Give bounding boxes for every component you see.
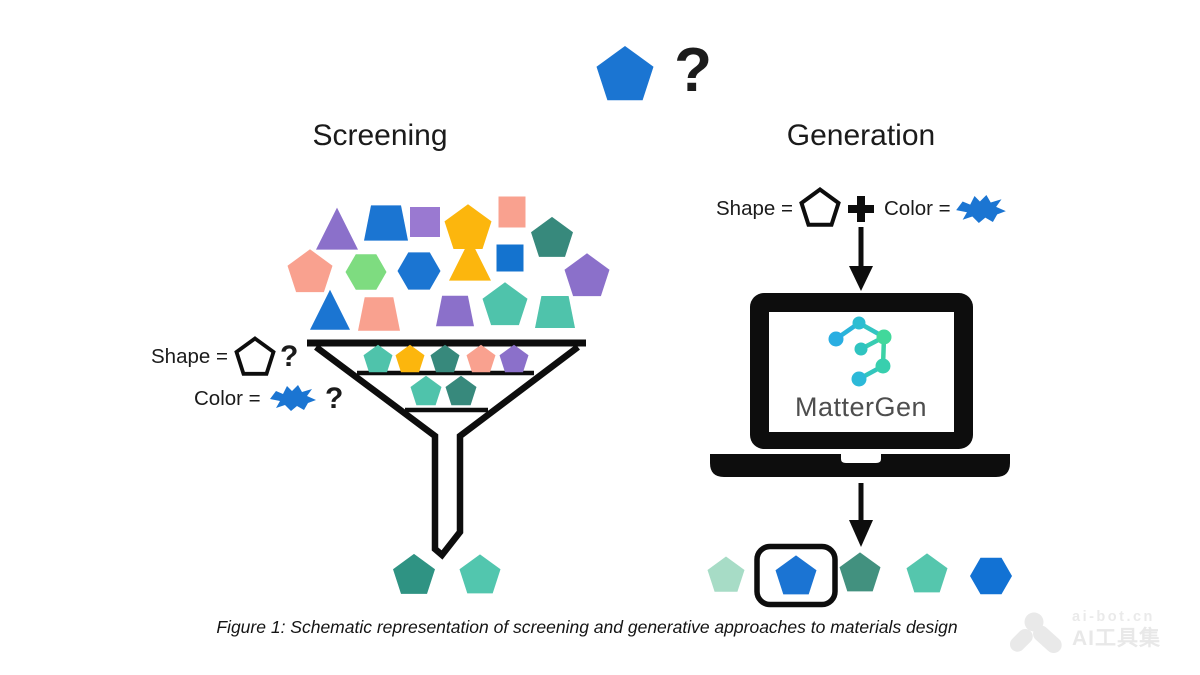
- hexagon-shape: [345, 254, 387, 290]
- pentagon-shape: [430, 344, 460, 373]
- screening-shape-question: ?: [280, 340, 299, 373]
- pentagon-shape: [363, 344, 393, 373]
- trapezoid-shape: [436, 295, 474, 327]
- pentagon-shape: [287, 249, 333, 293]
- arrow-down-icon: [849, 227, 873, 291]
- square-shape: [410, 207, 440, 237]
- pentagon-shape: [459, 554, 501, 594]
- ai-bot-watermark-icon: [1009, 612, 1062, 654]
- generation-color-label: Color =: [884, 197, 951, 220]
- triangle-shape: [449, 238, 491, 281]
- pentagon-shape: [564, 253, 610, 297]
- pentagon-shape: [466, 344, 496, 373]
- query-question-mark: ?: [674, 36, 712, 105]
- arrow-down-icon: [849, 483, 873, 547]
- triangle-shape: [316, 207, 358, 250]
- pentagon-shape: [775, 555, 817, 595]
- pentagon-shape: [531, 216, 573, 257]
- rect-shape: [498, 196, 526, 228]
- pentagon-shape: [906, 553, 948, 593]
- generation-output-shapes: [707, 543, 1012, 608]
- mattergen-logo-icon: [828, 316, 892, 387]
- color-splat-icon: [956, 194, 1006, 224]
- pentagon-shape: [482, 282, 528, 326]
- pentagon-shape: [445, 375, 477, 406]
- pentagon-shape: [499, 344, 529, 373]
- trapezoid-shape: [358, 297, 400, 331]
- laptop-base: [710, 454, 1010, 477]
- pentagon-shape: [707, 556, 745, 592]
- pentagon-shape: [393, 553, 435, 594]
- hexagon-shape: [397, 252, 441, 290]
- candidate-shape-cluster: [287, 196, 610, 331]
- mattergen-label: MatterGen: [794, 392, 928, 422]
- screening-title: Screening: [312, 119, 448, 152]
- color-splat-icon: [270, 385, 316, 411]
- plus-icon: [848, 196, 874, 222]
- funnel-stage-1-shapes: [363, 344, 529, 373]
- funnel-stage-2-shapes: [410, 375, 477, 406]
- screening-color-question: ?: [325, 382, 344, 415]
- trapezoid-shape: [535, 296, 575, 328]
- query-pentagon-shape: [596, 46, 654, 101]
- pentagon-shape: [410, 375, 442, 406]
- query-shape: [596, 46, 654, 101]
- watermark-name: AI工具集: [1072, 627, 1161, 650]
- selected-output-box: [754, 543, 838, 608]
- laptop-icon: [710, 293, 1010, 477]
- pentagon-shape: [395, 344, 425, 373]
- trapezoid-shape: [364, 205, 408, 241]
- generation-shape-label: Shape =: [716, 197, 793, 220]
- watermark-url: ai-bot.cn: [1072, 609, 1155, 625]
- funnel-icon: [307, 339, 586, 560]
- screening-color-label: Color =: [194, 387, 261, 410]
- figure-caption: Figure 1: Schematic representation of sc…: [216, 617, 958, 637]
- hexagon-shape: [970, 557, 1012, 595]
- pentagon-outline-icon: [234, 336, 276, 376]
- generation-title: Generation: [786, 119, 936, 152]
- screening-output-shapes: [393, 553, 501, 594]
- pentagon-shape: [839, 552, 881, 592]
- screening-shape-label: Shape =: [151, 345, 228, 368]
- pentagon-outline-icon: [799, 187, 841, 227]
- triangle-shape: [310, 289, 350, 330]
- pentagon-shape: [444, 204, 492, 249]
- square-shape: [496, 244, 524, 272]
